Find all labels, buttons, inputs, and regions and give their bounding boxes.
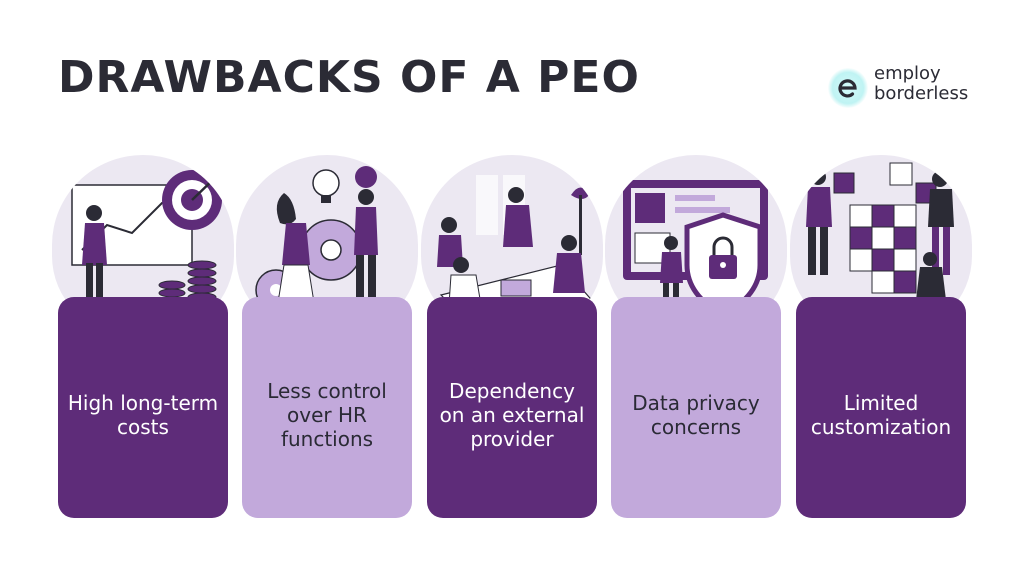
card-label: Data privacy concerns bbox=[632, 390, 760, 439]
page-title: DRAWBACKS OF A PEO bbox=[58, 52, 640, 103]
brand-logo: employ borderless bbox=[828, 64, 978, 114]
card-less-control: Less control over HR functions bbox=[236, 155, 418, 518]
card-label: Less control over HR functions bbox=[267, 378, 387, 451]
card-panel: Less control over HR functions bbox=[242, 297, 412, 518]
card-label: Dependency on an external provider bbox=[439, 378, 585, 451]
card-panel: Dependency on an external provider bbox=[427, 297, 597, 518]
card-data-privacy: Data privacy concerns bbox=[605, 155, 787, 518]
card-panel: High long-term costs bbox=[58, 297, 228, 518]
card-label: High long-term costs bbox=[67, 390, 219, 439]
logo-line-1: employ bbox=[874, 63, 941, 84]
e-letter-icon bbox=[828, 68, 868, 108]
logo-line-2: borderless bbox=[874, 83, 969, 104]
card-limited-customization: Limited customization bbox=[790, 155, 972, 518]
card-panel: Limited customization bbox=[796, 297, 966, 518]
card-panel: Data privacy concerns bbox=[611, 297, 781, 518]
card-label: Limited customization bbox=[810, 390, 952, 439]
logo-wordmark: employ borderless bbox=[874, 64, 968, 104]
card-dependency: Dependency on an external provider bbox=[421, 155, 603, 518]
card-high-costs: High long-term costs bbox=[52, 155, 234, 518]
